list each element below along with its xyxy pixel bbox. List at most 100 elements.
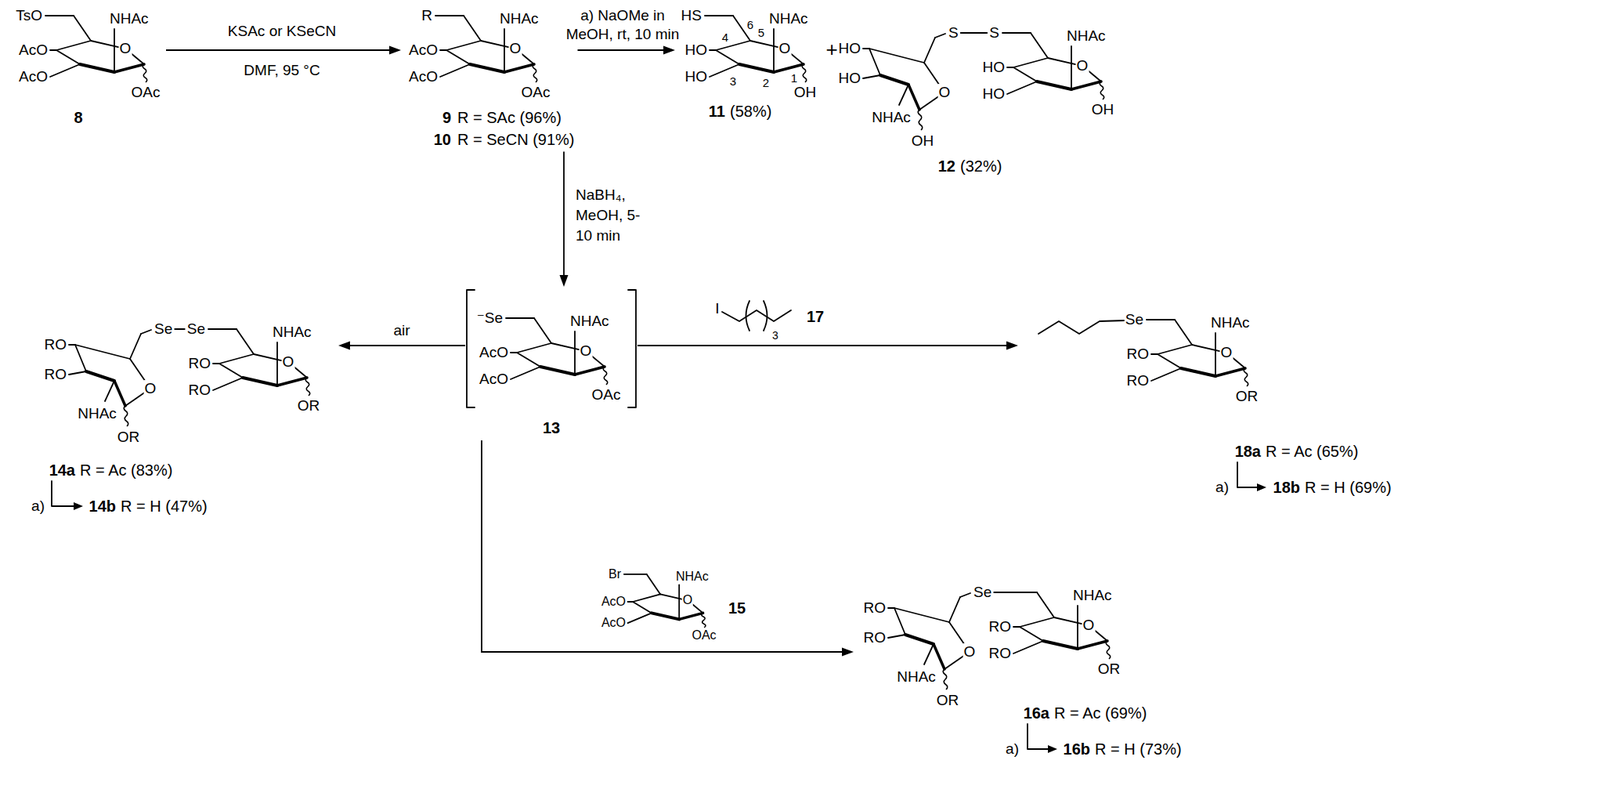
bond-line [1146,318,1175,321]
atom-label: O [778,39,792,58]
bond-line [790,53,804,65]
bond-line [45,14,74,17]
bond-line [1013,625,1020,628]
atom-label: I [714,299,720,318]
atom-label: O [682,592,694,607]
atom-label: NHAc [569,312,611,330]
arrow-head [73,502,84,510]
bond-line [1151,353,1158,355]
arrow-head [389,46,401,55]
repeat-bracket [746,300,751,331]
bond-line [50,64,80,77]
atom-label: OAc [690,628,717,643]
bond-line [1094,629,1108,641]
atom-label: HO [684,68,709,86]
bond-line [236,328,254,354]
bond-line [1007,81,1037,94]
atom-label: NHAc [498,10,540,28]
bond-line [628,600,633,603]
bond-line [1019,617,1055,627]
bond-line [574,331,576,375]
bond-line [1087,70,1102,82]
compound-number: 10 [433,130,452,149]
bond-line [56,50,80,65]
atom-label: O [281,353,296,371]
bond-line [704,14,734,17]
atom-label: OH [1090,101,1116,119]
bracket [466,289,475,408]
compound-node: 13 [465,286,638,441]
compound-node: 17 [704,289,846,339]
bond-line [1036,592,1055,618]
locant-number: 1 [790,71,799,85]
wavy-bond [142,64,148,83]
bond-line [944,655,965,669]
repeat-bracket [763,300,768,331]
bond-line [219,363,243,378]
atom-label: O [963,642,977,661]
bond-line [505,317,535,319]
atom-label: O [938,83,952,102]
atom-label: ⁻Se [476,309,504,327]
bond-line [993,591,1037,593]
bond-line [130,53,145,65]
bond-line [960,592,971,597]
bond-line [739,64,774,73]
bond-line [651,612,680,619]
atom-label: RO [988,644,1013,662]
bond-line [880,75,909,85]
compound-number: 16b [1063,740,1091,759]
wavy-bond [123,405,129,427]
bond-line [960,32,988,34]
compound-number: 13 [542,418,560,438]
bond-line [516,343,552,353]
bond-line [114,64,145,73]
atom-label: NHAc [768,10,810,28]
reaction-arrow [559,151,569,288]
atom-label: RO [863,599,888,617]
reagent-label: DMF, 95 °C [242,61,321,80]
bond-line [709,49,716,51]
arrow-head [559,274,569,287]
bond-line [1019,626,1044,641]
bond-line [75,344,87,372]
bond-line [1215,368,1246,376]
bond-line [628,612,652,623]
bond-line [125,392,145,406]
bond-line [520,53,535,65]
bond-line [1002,32,1031,34]
compound-node: 8 [7,4,167,135]
arrow-head [841,647,854,657]
bond-line [935,33,946,38]
atom-label: HO [982,85,1007,103]
bond-line [469,64,505,73]
atom-label: TsO [14,7,44,25]
compound-number: 16a [1023,704,1050,723]
bond-line [293,366,307,378]
atom-label: NHAc [108,10,150,28]
bond-line [504,64,535,73]
arrow-line [166,49,392,51]
arrow-line [347,344,466,347]
bond-line [510,366,541,380]
bond-line [692,603,704,613]
bond-line [1007,66,1014,69]
compound-number: 12 [938,157,956,176]
reagent-label: MeOH, rt, 10 min [565,25,681,44]
bond-line [277,377,307,386]
atom-label: HO [982,58,1007,76]
compound-number: 9 [442,108,452,127]
bond-line [140,329,152,334]
wavy-bond [1105,640,1111,659]
atom-label: NHAc [271,323,313,341]
bond-line [678,584,680,619]
bond-line [50,49,57,51]
atom-label: OH [910,132,936,150]
locant-number: 6 [746,18,755,32]
atom-label: RO [1126,372,1151,390]
reaction-arrow [166,46,401,55]
bond-line [1013,640,1044,654]
atom-label: AcO [478,343,510,362]
